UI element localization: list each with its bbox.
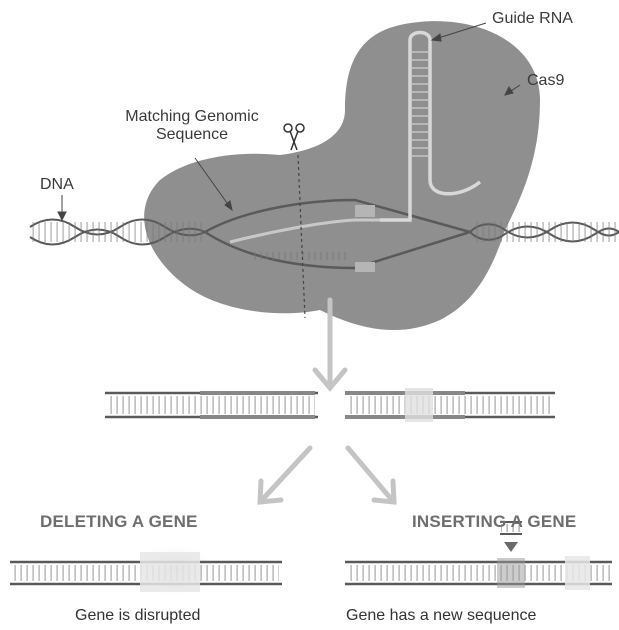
cas9-label: Cas9 [527,72,564,90]
inserting-title: INSERTING A GENE [412,512,576,532]
dna-helix-right [470,222,619,242]
disrupted-gene-dna [10,542,282,598]
deleting-title: DELETING A GENE [40,512,198,532]
arrow-left-branch [260,448,310,502]
matching-genomic-line2: Sequence [112,126,272,144]
new-sequence-dna [345,556,612,590]
scissors-icon [284,124,304,150]
matching-genomic-line1: Matching Genomic [112,108,272,126]
cut-dna-left [105,391,318,419]
matching-genomic-sequence-label: Matching Genomic Sequence [112,108,272,144]
cut-dna-right [345,388,555,422]
dna-helix-left [30,220,205,245]
arrow-right-branch [348,448,394,502]
inserting-caption: Gene has a new sequence [346,607,536,625]
dna-label: DNA [40,176,74,194]
cas9-protein [144,21,540,330]
guide-rna-label: Guide RNA [492,10,573,28]
deleting-caption: Gene is disrupted [75,607,200,625]
